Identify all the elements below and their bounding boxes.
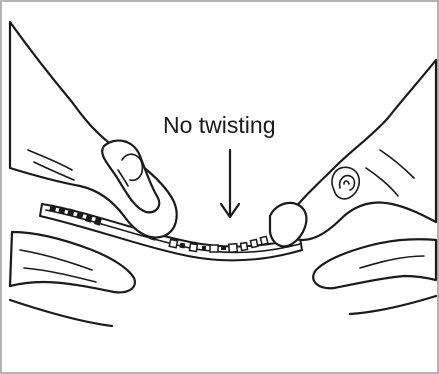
- caption: No twisting: [163, 112, 275, 138]
